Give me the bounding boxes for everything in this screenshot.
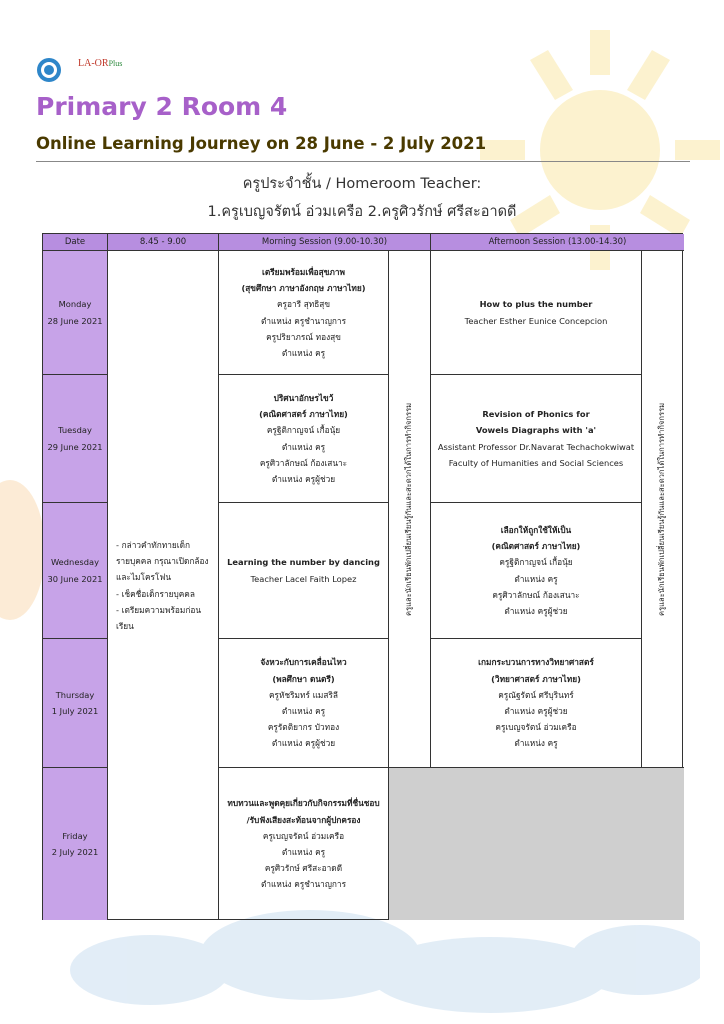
day-date: 1 July 2021 bbox=[51, 706, 99, 716]
session-title: Learning the number by dancing bbox=[227, 557, 380, 568]
session-teacher-line: ครูศิวาลักษณ์ ก้องเสนาะ bbox=[492, 589, 580, 600]
header-morning: Morning Session (9.00-10.30) bbox=[219, 234, 431, 251]
session-teacher-line: ตำแหน่ง ครู bbox=[281, 441, 326, 452]
day-date: 29 June 2021 bbox=[47, 441, 103, 452]
session-teacher-line: Teacher Lacel Faith Lopez bbox=[250, 573, 357, 584]
day-cell: Wednesday 30 June 2021 bbox=[43, 503, 108, 639]
day-name: Tuesday bbox=[58, 425, 92, 436]
session-teacher-line: ตำแหน่ง ครูชำนาญการ bbox=[260, 879, 347, 890]
day-cell: Monday 28 June 2021 bbox=[43, 251, 108, 375]
session-teacher-line: Assistant Professor Dr.Navarat Techachok… bbox=[437, 441, 635, 452]
morning-session-cell: เตรียมพร้อมเพื่อสุขภาพ (สุขศึกษา ภาษาอังก… bbox=[219, 251, 389, 375]
session-teacher-line: ตำแหน่ง ครูผู้ช่วย bbox=[504, 706, 568, 716]
morning-session-cell: ทบทวนและพูดคุยเกี่ยวกับกิจกรรมที่ชื่นชอบ… bbox=[219, 768, 389, 920]
day-date: 2 July 2021 bbox=[51, 847, 99, 857]
day-cell: Tuesday 29 June 2021 bbox=[43, 375, 108, 503]
session-title: Vowels Diagraphs with 'a' bbox=[475, 425, 597, 436]
day-date: 30 June 2021 bbox=[47, 573, 103, 584]
session-teacher-line: Faculty of Humanities and Social Science… bbox=[448, 457, 624, 468]
session-teacher-line: ตำแหน่ง ครู bbox=[281, 347, 326, 358]
greeting-line: และไมโครโฟน bbox=[116, 572, 171, 583]
logo-text: LA-OR bbox=[78, 58, 109, 69]
morning-greeting-slot: - กล่าวคำทักทายเด็กรายบุคคล กรุณาเปิดกล้… bbox=[108, 251, 219, 920]
la-or-plus-logo: LA-ORPlus bbox=[78, 58, 122, 69]
session-title: เกมกระบวนการทางวิทยาศาสตร์ bbox=[478, 657, 594, 668]
session-title: (วิทยาศาสตร์ ภาษาไทย) bbox=[491, 673, 581, 684]
session-title: ทบทวนและพูดคุยเกี่ยวกับกิจกรรมที่ชื่นชอบ bbox=[227, 798, 380, 809]
session-title: เลือกให้ถูกใช้ให้เป็น bbox=[500, 524, 572, 535]
session-teacher-line: ครูเบญจรัตน์ อ่วมเครือ bbox=[495, 722, 577, 733]
greeting-line: รายบุคคล กรุณาเปิดกล้อง bbox=[116, 556, 209, 567]
session-teacher-line: ตำแหน่ง ครู bbox=[281, 706, 326, 716]
day-name: Friday bbox=[62, 830, 88, 841]
break-text: ครูและนักเรียนพักเปลี่ยนเรียนรู้กันและสะ… bbox=[404, 402, 414, 616]
morning-session-cell: ปริศนาอักษรไขว้ (คณิตศาสตร์ ภาษาไทย) ครูฐิ… bbox=[219, 375, 389, 503]
break-text: ครูและนักเรียนพักเปลี่ยนเรียนรู้กันและสะ… bbox=[657, 402, 667, 616]
session-teacher-line: Teacher Esther Eunice Concepcion bbox=[464, 315, 608, 326]
session-teacher-line: ครูปริยาภรณ์ ทองสุข bbox=[266, 331, 341, 342]
day-cell: Thursday 1 July 2021 bbox=[43, 639, 108, 768]
friday-afternoon-empty bbox=[389, 768, 684, 920]
session-title: เตรียมพร้อมเพื่อสุขภาพ bbox=[261, 266, 345, 277]
afternoon-break-column: ครูและนักเรียนพักเปลี่ยนเรียนรู้กันและสะ… bbox=[642, 251, 684, 768]
session-title: (คณิตศาสตร์ ภาษาไทย) bbox=[491, 541, 581, 552]
session-teacher-line: ครูศิวรักษ์ ศรีสะอาดดี bbox=[264, 863, 343, 874]
day-name: Thursday bbox=[55, 689, 95, 700]
greeting-line: - เช็คชื่อเด็กรายบุคคล bbox=[116, 588, 195, 599]
session-teacher-line: ครูศิวาลักษณ์ ก้องเสนาะ bbox=[259, 457, 348, 468]
session-teacher-line: ครูหัชริมทร์ แมสริลี bbox=[268, 689, 339, 700]
session-title: Revision of Phonics for bbox=[482, 409, 590, 420]
logo-plus-text: Plus bbox=[108, 59, 123, 68]
morning-break-column: ครูและนักเรียนพักเปลี่ยนเรียนรู้กันและสะ… bbox=[389, 251, 431, 768]
header-afternoon: Afternoon Session (13.00-14.30) bbox=[431, 234, 684, 251]
day-date: 28 June 2021 bbox=[47, 315, 103, 326]
header-time: 8.45 - 9.00 bbox=[108, 234, 219, 251]
session-teacher-line: ตำแหน่ง ครูผู้ช่วย bbox=[504, 605, 568, 616]
schedule-table: Date 8.45 - 9.00 Morning Session (9.00-1… bbox=[42, 233, 684, 920]
session-teacher-line: ตำแหน่ง ครูชำนาญการ bbox=[260, 315, 347, 326]
page-title: Primary 2 Room 4 bbox=[36, 92, 288, 121]
session-title: How to plus the number bbox=[479, 299, 593, 310]
session-title: (พลศึกษา ดนตรี) bbox=[272, 673, 335, 684]
homeroom-teacher-label: ครูประจำชั้น / Homeroom Teacher: bbox=[242, 176, 482, 192]
session-title: /รับฟังเสียงสะท้อนจากผู้ปกครอง bbox=[246, 814, 361, 825]
session-teacher-line: ครูอารี สุทธิสุข bbox=[276, 299, 331, 310]
afternoon-session-cell: เกมกระบวนการทางวิทยาศาสตร์ (วิทยาศาสตร์ ภ… bbox=[431, 639, 642, 768]
day-cell: Friday 2 July 2021 bbox=[43, 768, 108, 920]
session-title: จังหวะกับการเคลื่อนไหว bbox=[260, 657, 347, 668]
header-date: Date bbox=[43, 234, 108, 251]
session-teacher-line: ครูรัตติยากร บัวทอง bbox=[267, 722, 340, 733]
afternoon-session-cell: เลือกให้ถูกใช้ให้เป็น (คณิตศาสตร์ ภาษาไทย… bbox=[431, 503, 642, 639]
session-teacher-line: ครูเบญจรัตน์ อ่วมเครือ bbox=[262, 830, 345, 841]
session-title: ปริศนาอักษรไขว้ bbox=[273, 392, 334, 403]
session-title: (คณิตศาสตร์ ภาษาไทย) bbox=[259, 409, 348, 420]
school-logo-icon bbox=[37, 58, 61, 82]
day-name: Monday bbox=[58, 299, 92, 310]
session-teacher-line: ตำแหน่ง ครู bbox=[514, 573, 558, 584]
session-teacher-line: ครูฐิติกาญจน์ เกื้อนุ้ย bbox=[266, 425, 341, 436]
session-teacher-line: ครูณัฐรัตน์ ศรีบุรินทร์ bbox=[498, 689, 574, 700]
greeting-line: - กล่าวคำทักทายเด็ก bbox=[116, 539, 190, 550]
session-teacher-line: ตำแหน่ง ครู bbox=[281, 847, 326, 857]
homeroom-teacher-names: 1.ครูเบญจรัตน์ อ่วมเครือ 2.ครูศิวรักษ์ ศ… bbox=[207, 204, 517, 220]
page-subtitle: Online Learning Journey on 28 June - 2 J… bbox=[36, 134, 487, 153]
divider bbox=[36, 161, 690, 162]
day-name: Wednesday bbox=[50, 557, 100, 568]
session-teacher-line: ตำแหน่ง ครู bbox=[514, 738, 558, 749]
session-teacher-line: ครูฐิติกาญจน์ เกื้อนุ้ย bbox=[499, 557, 573, 568]
session-teacher-line: ตำแหน่ง ครูผู้ช่วย bbox=[271, 738, 336, 749]
greeting-line: - เตรียมความพร้อมก่อนเรียน bbox=[116, 604, 202, 631]
session-teacher-line: ตำแหน่ง ครูผู้ช่วย bbox=[271, 473, 336, 484]
session-title: (สุขศึกษา ภาษาอังกฤษ ภาษาไทย) bbox=[241, 283, 366, 294]
morning-session-cell: จังหวะกับการเคลื่อนไหว (พลศึกษา ดนตรี) ครู… bbox=[219, 639, 389, 768]
